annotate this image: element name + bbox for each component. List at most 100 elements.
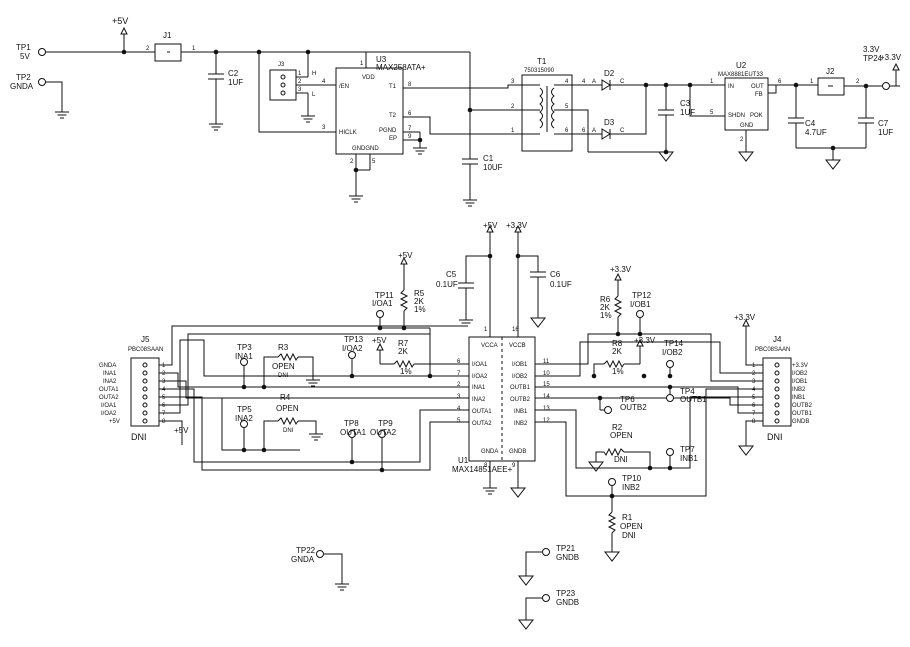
svg-text:1%: 1%	[600, 311, 612, 320]
svg-text:1: 1	[710, 79, 714, 85]
svg-text:5: 5	[752, 395, 756, 401]
svg-text:9: 9	[512, 463, 516, 469]
u1-supply: +5V +3.3V C5 0.1UF C6 0.1UF	[436, 221, 572, 498]
svg-text:GNDA: GNDA	[291, 555, 315, 564]
svg-text:6: 6	[752, 403, 756, 409]
c2-capacitor: C2 1UF	[208, 52, 243, 131]
svg-text:OUT: OUT	[751, 84, 764, 90]
svg-text:3: 3	[322, 125, 326, 131]
svg-text:4.7UF: 4.7UF	[805, 128, 827, 137]
svg-text:11: 11	[543, 359, 550, 365]
svg-text:TP1: TP1	[16, 43, 31, 52]
svg-text:C1: C1	[483, 154, 494, 163]
svg-text:R2: R2	[612, 423, 623, 432]
svg-text:EP: EP	[389, 136, 397, 142]
svg-text:T2: T2	[389, 113, 397, 119]
svg-text:1: 1	[162, 363, 166, 369]
svg-text:C6: C6	[550, 270, 561, 279]
svg-text:GNDB: GNDB	[556, 598, 579, 607]
j3-header: J3 1 2 3 H L 4 3	[269, 62, 336, 131]
svg-text:+5V: +5V	[483, 221, 498, 230]
svg-text:8: 8	[752, 419, 756, 425]
svg-text:GNDA: GNDA	[481, 449, 498, 455]
svg-text:OUTA1: OUTA1	[340, 428, 367, 437]
svg-text:6: 6	[778, 79, 782, 85]
svg-text:2: 2	[511, 104, 515, 110]
tp1-testpoint: TP1 5V	[16, 43, 46, 61]
tp13-testpoint: TP13 I/OA2	[342, 335, 364, 379]
svg-text:C2: C2	[228, 69, 239, 78]
svg-text:R1: R1	[622, 513, 633, 522]
svg-text:9: 9	[408, 134, 412, 140]
tp7-testpoint: TP7 INB1	[666, 445, 698, 468]
svg-text:1: 1	[484, 327, 488, 333]
svg-text:6: 6	[582, 128, 586, 134]
svg-text:2K: 2K	[414, 297, 424, 306]
svg-text:C4: C4	[805, 119, 816, 128]
svg-text:I/OA2: I/OA2	[472, 374, 488, 380]
svg-text:TP5: TP5	[237, 405, 252, 414]
r7-resistor: +5V R7 2K 1%	[372, 336, 433, 379]
svg-text:J4: J4	[773, 335, 782, 344]
svg-text:OUTB1: OUTB1	[680, 395, 707, 404]
svg-text:1: 1	[752, 363, 756, 369]
svg-text:5V: 5V	[20, 52, 30, 61]
svg-text:J5: J5	[141, 335, 150, 344]
svg-text:I/OB1: I/OB1	[792, 379, 808, 385]
svg-text:6: 6	[565, 128, 569, 134]
svg-text:2: 2	[350, 159, 354, 165]
svg-text:4: 4	[565, 79, 569, 85]
svg-text:+3.3V: +3.3V	[880, 53, 902, 62]
svg-text:3: 3	[457, 394, 461, 400]
svg-text:4: 4	[582, 79, 586, 85]
svg-text:TP11: TP11	[375, 291, 394, 300]
svg-text:2: 2	[740, 137, 744, 143]
svg-text:PGND: PGND	[379, 128, 397, 134]
svg-text:I/OA1: I/OA1	[372, 299, 393, 308]
tp2-testpoint: TP2 GNDA	[10, 73, 70, 119]
svg-text:10UF: 10UF	[483, 163, 503, 172]
r1-resistor: R1 OPEN DNI	[604, 496, 643, 562]
svg-text:INA2: INA2	[472, 397, 486, 403]
svg-text:+5V: +5V	[174, 426, 189, 435]
svg-text:DNI: DNI	[283, 428, 294, 434]
svg-text:OUTB1: OUTB1	[510, 385, 531, 391]
r6-resistor: +3.3V R6 2K 1%	[600, 265, 632, 337]
svg-text:A: A	[592, 128, 596, 134]
svg-text:INB2: INB2	[622, 483, 640, 492]
svg-text:J2: J2	[826, 67, 835, 76]
svg-text:U3: U3	[376, 55, 387, 64]
svg-text:INB1: INB1	[680, 454, 698, 463]
tp6-testpoint: TP6 OUTB2	[599, 395, 647, 414]
svg-text:PBC08SAAN: PBC08SAAN	[128, 347, 163, 353]
svg-text:TP4: TP4	[680, 387, 695, 396]
svg-text:3: 3	[298, 87, 302, 93]
svg-text:GND: GND	[740, 123, 754, 129]
svg-text:1: 1	[360, 61, 364, 67]
svg-text:13: 13	[543, 406, 550, 412]
tp9-testpoint: TP9 OUTA2	[370, 419, 397, 470]
svg-text:1UF: 1UF	[680, 108, 695, 117]
svg-text:/EN: /EN	[339, 84, 349, 90]
svg-text:OUTA2: OUTA2	[370, 428, 397, 437]
svg-text:J1: J1	[163, 31, 172, 40]
svg-text:I/OB2: I/OB2	[662, 348, 683, 357]
svg-text:I/OA2: I/OA2	[101, 411, 117, 417]
svg-text:OPEN: OPEN	[610, 431, 633, 440]
svg-text:TP14: TP14	[664, 339, 684, 348]
j4-header: J4 PBC08SAAN DNI +3.3V I/OB2 I/OB1 INB2 …	[752, 335, 813, 442]
r2-resistor: R2 OPEN DNI	[588, 423, 651, 472]
svg-text:6: 6	[162, 403, 166, 409]
t1-transformer: T1 750315090 3 2 1 4 5 6	[511, 57, 573, 152]
svg-text:1: 1	[511, 128, 515, 134]
svg-text:DNI: DNI	[131, 432, 147, 442]
svg-text:+3.3V: +3.3V	[506, 221, 528, 230]
svg-text:R3: R3	[278, 343, 289, 352]
r4-resistor: R4 OPEN DNI	[261, 393, 324, 453]
tp3-testpoint: TP3 INA1	[235, 343, 253, 387]
svg-text:T1: T1	[389, 84, 397, 90]
r3-resistor: R3 OPEN DNI	[263, 343, 321, 387]
svg-text:14: 14	[543, 394, 550, 400]
svg-text:INA2: INA2	[103, 379, 117, 385]
svg-text:DNI: DNI	[278, 373, 289, 379]
